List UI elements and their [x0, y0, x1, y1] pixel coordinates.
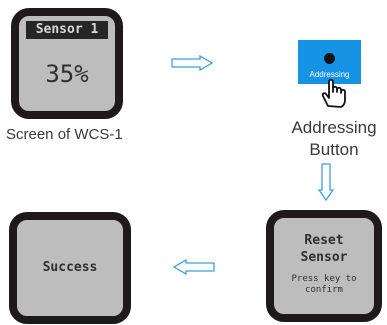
reset-instruction: Press key to confirm — [274, 274, 374, 296]
button-caption-line2: Button — [309, 140, 359, 159]
arrow-down-icon — [317, 163, 335, 202]
addressing-button[interactable]: Addressing — [298, 40, 361, 84]
button-dot — [324, 53, 335, 64]
addressing-button-label: Addressing — [309, 70, 350, 79]
button-caption-line1: Addressing — [291, 118, 377, 137]
success-text: Success — [42, 260, 98, 275]
reset-line3: Press key to — [291, 274, 357, 284]
screen-caption: Screen of WCS-1 — [6, 126, 123, 143]
reset-line1: Reset — [304, 233, 344, 248]
sensor-title: Sensor 1 — [26, 21, 108, 39]
arrow-left-icon — [172, 258, 215, 276]
success-screen: Success — [9, 212, 131, 324]
reset-line4: confirm — [305, 285, 343, 295]
reset-heading: Reset Sensor — [274, 232, 374, 266]
sensor-screen: Sensor 1 35% — [11, 8, 123, 119]
arrow-right-icon — [171, 54, 214, 72]
reset-line2: Sensor — [300, 250, 348, 265]
hand-pointer-icon — [321, 78, 346, 108]
sensor-value: 35% — [45, 60, 89, 88]
button-caption: Addressing Button — [284, 117, 384, 161]
reset-screen: Reset Sensor Press key to confirm — [266, 210, 382, 322]
